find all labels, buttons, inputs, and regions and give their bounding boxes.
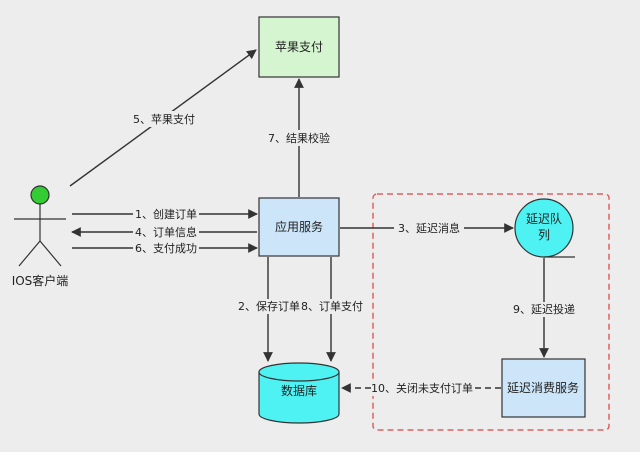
delay-consumer-node: 延迟消费服务 xyxy=(501,358,586,418)
edge-label-4: 4、订单信息 xyxy=(133,225,199,240)
delay-queue-label-line1: 延迟队 xyxy=(526,211,562,226)
edge-label-5: 5、苹果支付 xyxy=(131,111,197,127)
ios-client-actor: IOS客户端 xyxy=(12,185,69,288)
app-service-label: 应用服务 xyxy=(275,219,323,234)
edge-label-7: 7、结果校验 xyxy=(266,130,332,146)
edge-label-2: 2、保存订单 xyxy=(238,299,300,314)
delay-group-frame xyxy=(372,193,610,431)
delay-queue-node: 延迟队 列 xyxy=(514,198,575,258)
edge-label-8: 8、订单支付 xyxy=(301,299,363,314)
edge-label-2-text: 2、保存订单 xyxy=(238,299,300,313)
delay-queue-label-line2: 列 xyxy=(538,228,550,242)
apple-pay-node: 苹果支付 xyxy=(258,16,340,78)
actor-head xyxy=(30,185,50,205)
edge-label-3: 3、延迟消息 xyxy=(394,221,464,236)
edge-label-6-text: 6、支付成功 xyxy=(135,242,197,255)
edge-label-9: 9、延迟投递 xyxy=(511,302,577,317)
edge-label-6: 6、支付成功 xyxy=(133,241,199,256)
edge-label-5-text: 5、苹果支付 xyxy=(133,112,195,126)
app-service-node: 应用服务 xyxy=(258,197,340,257)
edge-label-7-text: 7、结果校验 xyxy=(268,131,330,145)
edge-label-4-text: 4、订单信息 xyxy=(135,225,197,239)
edge-label-1-text: 1、创建订单 xyxy=(135,207,197,221)
delay-consumer-label: 延迟消费服务 xyxy=(507,380,579,395)
edge-label-10: 10、关闭未支付订单 xyxy=(371,380,473,396)
edge-label-3-text: 3、延迟消息 xyxy=(398,221,460,235)
apple-pay-label: 苹果支付 xyxy=(275,40,323,54)
database-node: 数据库 xyxy=(258,362,340,424)
edge-label-8-text: 8、订单支付 xyxy=(301,300,363,313)
database-label: 数据库 xyxy=(281,383,317,398)
edge-label-1: 1、创建订单 xyxy=(133,207,199,222)
ios-client-label: IOS客户端 xyxy=(12,273,69,288)
edge-label-10-text: 10、关闭未支付订单 xyxy=(371,381,473,395)
edge-label-9-text: 9、延迟投递 xyxy=(513,302,575,316)
